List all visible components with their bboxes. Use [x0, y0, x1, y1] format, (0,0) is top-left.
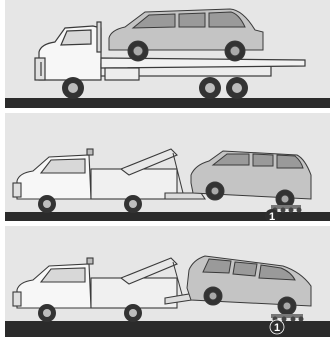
towed-suv — [187, 256, 311, 315]
wheel-lift-rear-raised-panel: 1 — [5, 226, 330, 337]
ground — [5, 212, 330, 221]
ground — [5, 98, 330, 108]
tow-truck — [13, 258, 205, 308]
towed-suv — [191, 151, 311, 208]
callout-badge: 1 — [270, 320, 284, 334]
flatbed-scene — [5, 0, 330, 108]
callout-number: 1 — [269, 211, 275, 221]
flatbed-towing-panel — [5, 0, 330, 108]
wheel-lift-front-raised-panel: 1 — [5, 113, 330, 221]
suv-on-flatbed — [109, 9, 263, 61]
callout-number: 1 — [274, 322, 280, 334]
wheel-lift-front-scene: 1 — [5, 113, 330, 221]
tow-truck — [13, 149, 205, 199]
wheel-lift-rear-scene: 1 — [5, 226, 330, 337]
